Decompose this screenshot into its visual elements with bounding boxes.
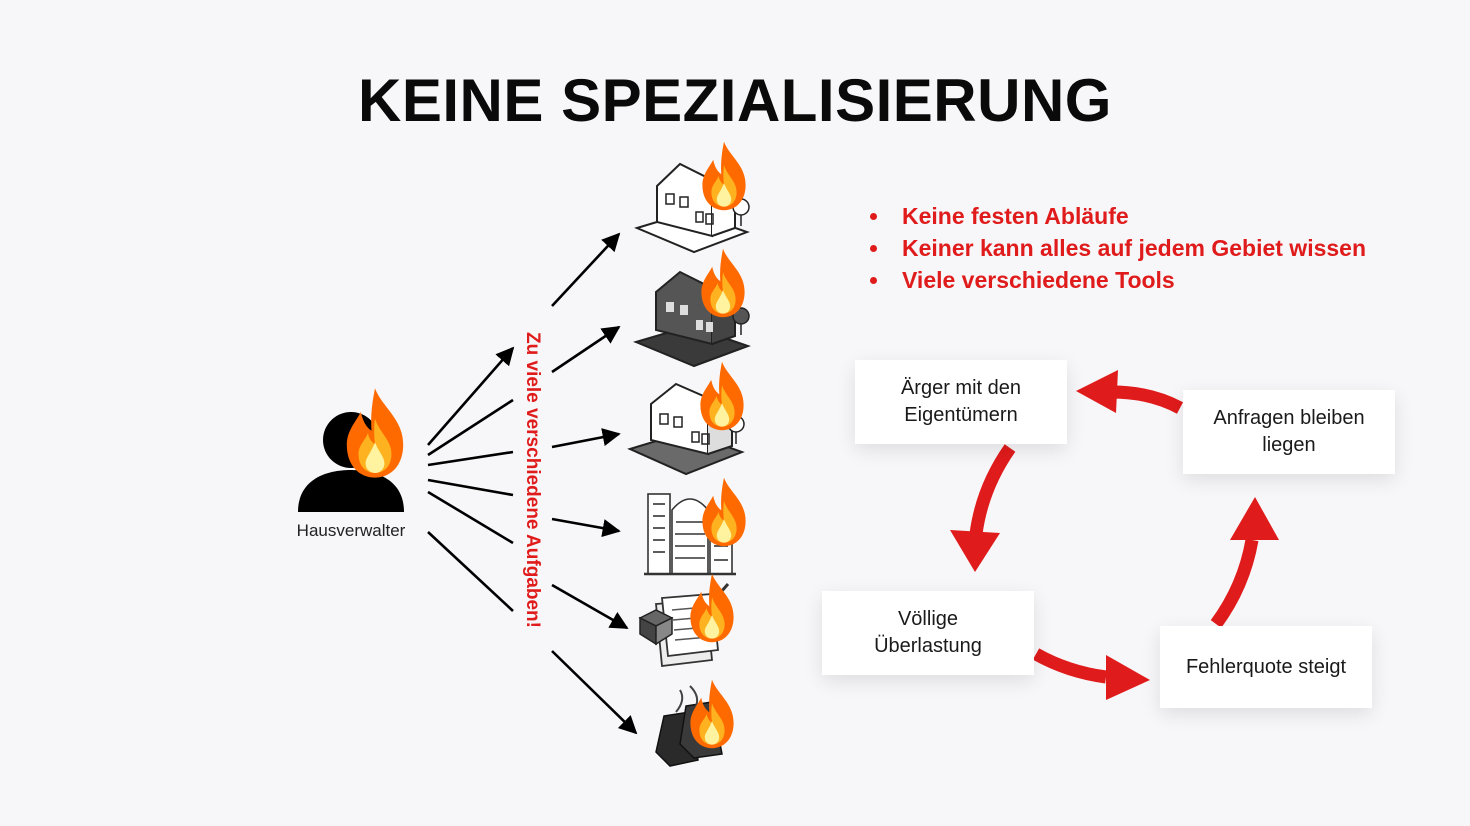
flame-icon — [690, 679, 734, 749]
bullet-item: Keiner kann alles auf jedem Gebiet wisse… — [868, 232, 1366, 264]
person-label: Hausverwalter — [296, 521, 406, 540]
cycle-box-label: Ärger mit den Eigentümern — [900, 377, 1022, 426]
cycle-box-label: Anfragen bleiben liegen — [1213, 407, 1365, 456]
bullet-list: Keine festen Abläufe Keiner kann alles a… — [868, 200, 1366, 296]
cycle-box-anfragen: Anfragen bleiben liegen — [1183, 390, 1395, 474]
cycle-arrows — [950, 370, 1279, 700]
house-grey-icon — [627, 382, 745, 476]
cycle-box-label: Fehlerquote steigt — [1185, 655, 1347, 678]
slide-title: KEINE SPEZIALISIERUNG — [358, 67, 1112, 134]
bullet-item: Viele verschiedene Tools — [868, 264, 1366, 296]
city-buildings-icon — [644, 493, 736, 576]
cycle-box-ueberlastung: Völlige Überlastung — [822, 591, 1034, 675]
cycle-box-fehlerquote: Fehlerquote steigt — [1160, 626, 1372, 708]
flame-icon — [702, 477, 746, 547]
cycle-box-aerger: Ärger mit den Eigentümern — [855, 360, 1067, 444]
task-arrows — [427, 232, 638, 735]
flame-icon — [701, 248, 745, 318]
cycle-box-label: Völlige Überlastung — [874, 608, 982, 657]
vertical-task-label: Zu viele verschiedene Aufgaben! — [522, 332, 543, 628]
bullet-item: Keine festen Abläufe — [868, 200, 1366, 232]
flame-icon — [346, 388, 404, 478]
flame-icon — [700, 361, 744, 431]
flame-icon — [702, 141, 746, 211]
house-dark-icon — [633, 270, 751, 368]
